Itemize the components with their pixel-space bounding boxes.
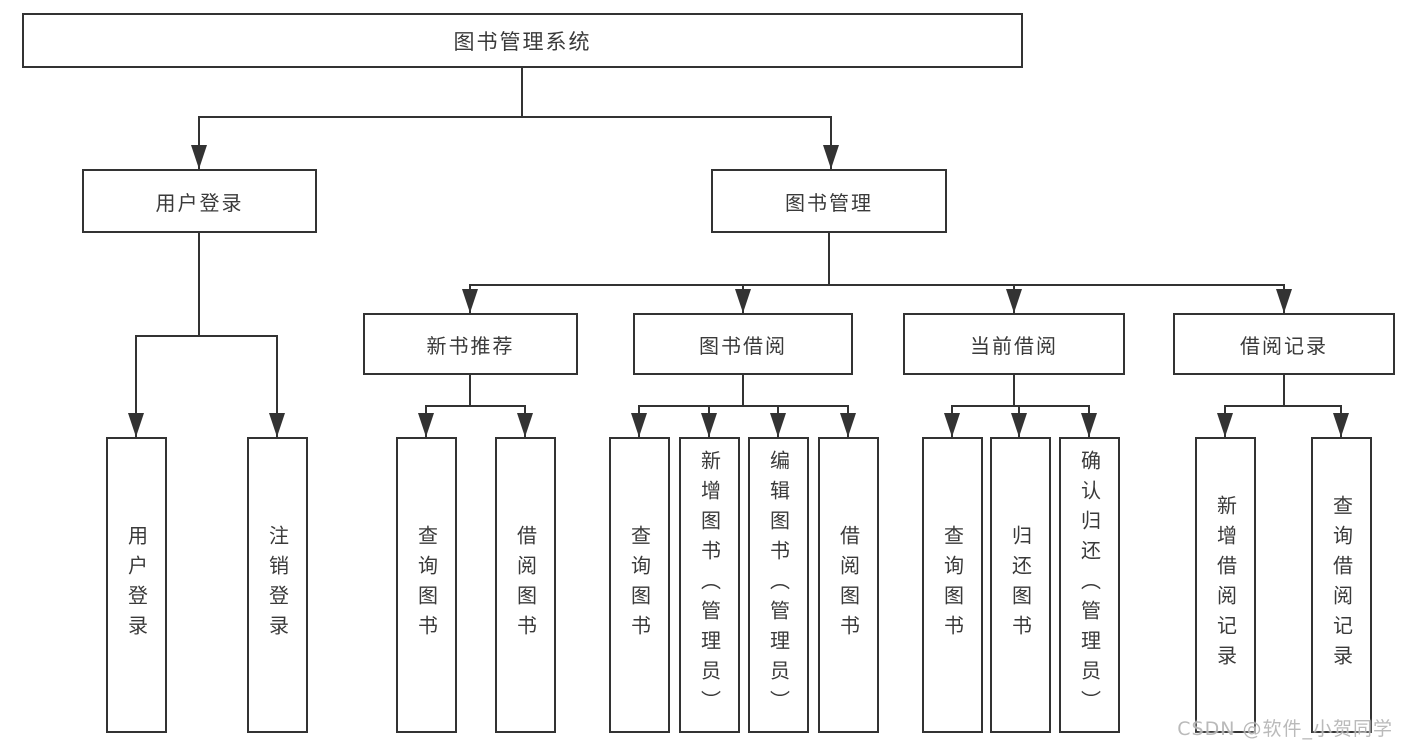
leaf-query-borrow-record: 查询借阅记录: [1311, 437, 1372, 733]
leaf-query-book-2: 查询图书: [609, 437, 670, 733]
node-book-management: 图书管理: [711, 169, 947, 233]
book-borrow-children-connectors: [631, 374, 856, 438]
leaf-logout-label: 注销登录: [265, 525, 290, 645]
node-borrow-record-label: 借阅记录: [1240, 333, 1328, 358]
leaf-query-book-3: 查询图书: [922, 437, 983, 733]
node-library-system: 图书管理系统: [22, 13, 1023, 68]
root-to-level2-connectors: [191, 65, 839, 170]
leaf-query-borrow-record-label: 查询借阅记录: [1329, 495, 1354, 675]
current-borrow-children-connectors: [944, 374, 1097, 438]
node-borrow-record: 借阅记录: [1173, 313, 1395, 375]
node-book-borrow-label: 图书借阅: [699, 333, 787, 358]
leaf-add-book-admin: 新增图书（管理员）: [679, 437, 740, 733]
node-current-borrow: 当前借阅: [903, 313, 1125, 375]
node-current-borrow-label: 当前借阅: [970, 333, 1058, 358]
leaf-query-book-1: 查询图书: [396, 437, 457, 733]
leaf-borrow-book-1-label: 借阅图书: [513, 525, 538, 645]
leaf-return-book-label: 归还图书: [1008, 525, 1033, 645]
leaf-confirm-return-admin: 确认归还（管理员）: [1059, 437, 1120, 733]
node-book-borrow: 图书借阅: [633, 313, 853, 375]
leaf-edit-book-admin: 编辑图书（管理员）: [748, 437, 809, 733]
node-book-management-label: 图书管理: [785, 190, 873, 215]
leaf-add-book-admin-label: 新增图书（管理员）: [697, 450, 722, 720]
leaf-query-book-3-label: 查询图书: [940, 525, 965, 645]
leaf-borrow-book-1: 借阅图书: [495, 437, 556, 733]
leaf-borrow-book-2-label: 借阅图书: [836, 525, 861, 645]
leaf-query-book-2-label: 查询图书: [627, 525, 652, 645]
leaf-query-book-1-label: 查询图书: [414, 525, 439, 645]
borrow-record-children-connectors: [1217, 374, 1349, 438]
leaf-user-login: 用户登录: [106, 437, 167, 733]
leaf-edit-book-admin-label: 编辑图书（管理员）: [766, 450, 791, 720]
node-user-login-label: 用户登录: [155, 190, 244, 215]
leaf-borrow-book-2: 借阅图书: [818, 437, 879, 733]
node-user-login: 用户登录: [82, 169, 317, 233]
node-new-book-recommend-label: 新书推荐: [426, 333, 515, 358]
node-new-book-recommend: 新书推荐: [363, 313, 578, 375]
leaf-return-book: 归还图书: [990, 437, 1051, 733]
leaf-confirm-return-admin-label: 确认归还（管理员）: [1077, 450, 1102, 720]
leaf-add-borrow-record-label: 新增借阅记录: [1213, 495, 1238, 675]
new-book-children-connectors: [418, 374, 533, 438]
book-management-children-connectors: [462, 232, 1292, 314]
leaf-logout: 注销登录: [247, 437, 308, 733]
user-login-children-connectors: [128, 232, 285, 438]
leaf-user-login-label: 用户登录: [124, 525, 149, 645]
csdn-watermark: CSDN @软件_小贺同学: [1177, 718, 1393, 740]
node-library-system-label: 图书管理系统: [453, 29, 592, 54]
leaf-add-borrow-record: 新增借阅记录: [1195, 437, 1256, 733]
